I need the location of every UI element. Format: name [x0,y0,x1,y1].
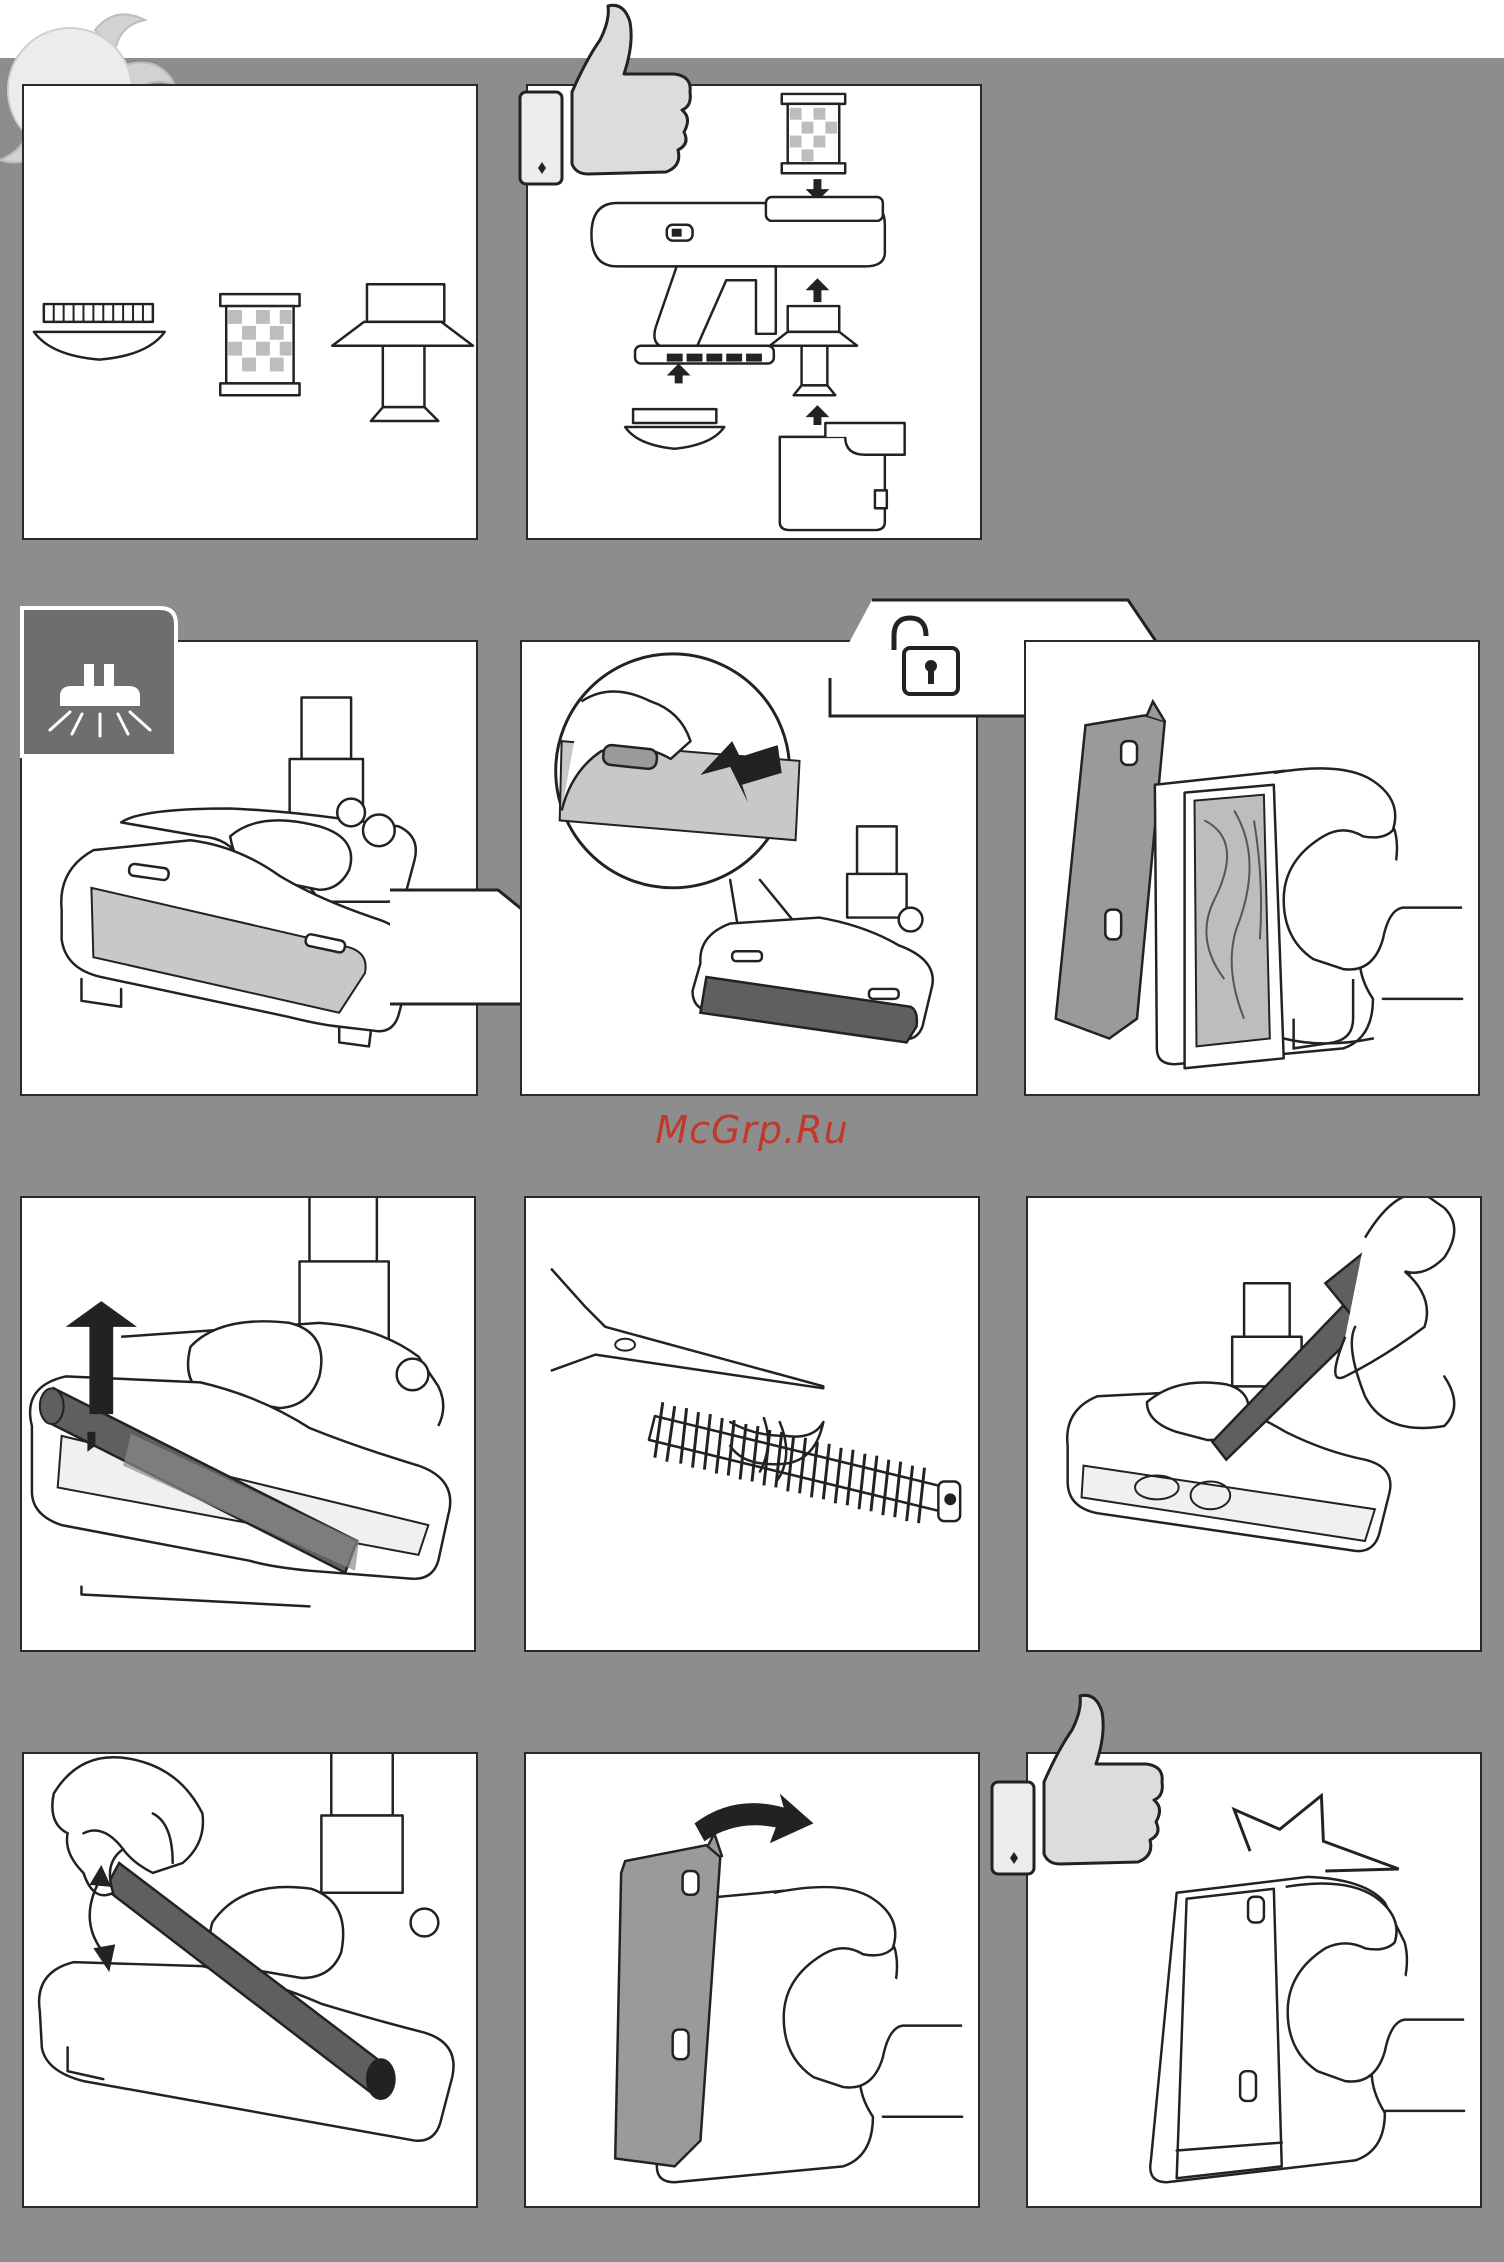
step-lift-brush [20,1196,476,1652]
thumbs-up-icon [988,1690,1168,1878]
click-burst [1234,1796,1399,1871]
nozzle-closed [1150,1877,1464,2182]
separator-part [770,306,857,395]
nozzle-open-body [1155,768,1462,1068]
separator-part [332,284,473,421]
cylinder-filter-part [220,294,299,395]
cylinder-filter-part [782,94,845,173]
step-clean-with-crevice-tool [1026,1196,1482,1652]
step-insert-brush [22,1752,478,2208]
hatch-cover [1056,701,1165,1038]
dust-bin-part [780,423,905,530]
zoom-detail [556,654,800,888]
step-open-hatch [1024,640,1480,1096]
unlock-padlock-icon [884,614,964,698]
step-filters-parts [22,84,478,540]
foam-filter-part [34,304,165,360]
foam-filter-part [625,409,724,449]
scissors-icon [552,1269,824,1388]
step-cut-hair [524,1196,980,1652]
watermark-text: McGrp.Ru [0,1108,1504,1152]
floor-nozzle-icon [20,606,178,758]
step-close-hatch [524,1752,980,2208]
hand [1335,1198,1454,1428]
thumbs-up-icon [516,0,696,188]
brush-roll [649,1402,960,1523]
